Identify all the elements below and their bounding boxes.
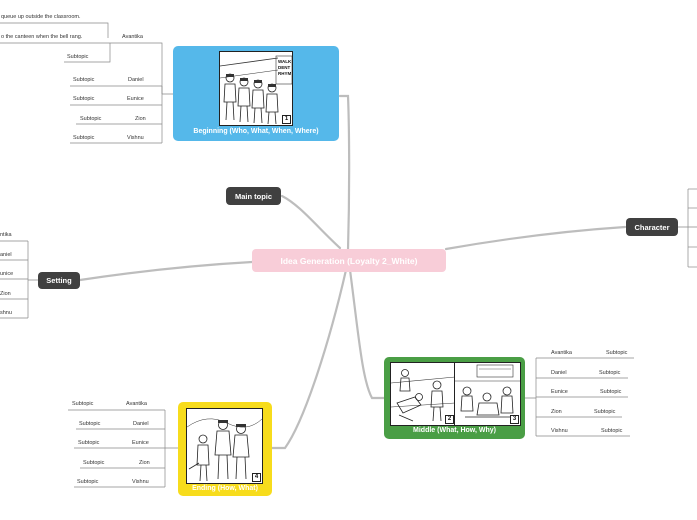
middle-row-2-right[interactable]: Subtopic: [599, 370, 621, 376]
ending-row-5-right[interactable]: Vishnu: [132, 479, 149, 485]
beginning-branch-avantika[interactable]: Avantika: [122, 34, 143, 40]
ending-row-1-left[interactable]: Subtopic: [72, 401, 94, 407]
middle-comic-panel-3: 3: [454, 362, 521, 426]
sign-line-2: DENT: [278, 65, 291, 70]
beginning-row-2-left[interactable]: Subtopic: [73, 96, 95, 102]
middle-row-1-right[interactable]: Subtopic: [606, 350, 628, 356]
middle-row-3-left[interactable]: Eunice: [551, 389, 568, 395]
middle-panel-number-3: 3: [510, 415, 519, 424]
sign-line-3: RHYM: [278, 71, 292, 76]
setting-item-1[interactable]: ntika: [0, 232, 12, 238]
beginning-row-3-left[interactable]: Subtopic: [80, 116, 102, 122]
ending-row-2-left[interactable]: Subtopic: [79, 421, 101, 427]
end-trunk: [164, 410, 178, 487]
beginning-comic-panel: WALK DENT RHYM 1: [219, 51, 293, 126]
students-falling-illustration: [391, 369, 455, 422]
char-trunk: [678, 189, 697, 267]
beginning-row-1-right[interactable]: Daniel: [128, 77, 144, 83]
set-trunk: [27, 241, 38, 318]
connector-character: [444, 225, 627, 251]
connector-main-topic: [280, 194, 342, 250]
sign-line-1: WALK: [278, 59, 292, 64]
beginning-row-4-right[interactable]: Vishnu: [127, 135, 144, 141]
middle-row-4-right[interactable]: Subtopic: [594, 409, 616, 415]
beginning-row-2-right[interactable]: Eunice: [127, 96, 144, 102]
setting-item-5[interactable]: shnu: [0, 310, 12, 316]
beginning-row-1-left[interactable]: Subtopic: [73, 77, 95, 83]
connector-beginning: [338, 94, 351, 252]
character-node[interactable]: Character: [626, 218, 678, 236]
middle-row-5-right[interactable]: Subtopic: [601, 428, 623, 434]
connector-middle: [348, 268, 386, 400]
setting-node[interactable]: Setting: [38, 272, 80, 289]
middle-row-1-left[interactable]: Avantika: [551, 350, 572, 356]
beginning-title: Beginning (Who, What, When, Where): [193, 128, 319, 135]
ending-row-3-left[interactable]: Subtopic: [78, 440, 100, 446]
middle-row-4-left[interactable]: Zion: [551, 409, 562, 415]
setting-item-2[interactable]: aniel: [0, 252, 12, 258]
main-topic-node[interactable]: Main topic: [226, 187, 281, 205]
connector-ending: [270, 268, 348, 450]
beginning-node[interactable]: WALK DENT RHYM 1 Beginning (Who, What, W…: [173, 46, 339, 141]
middle-row-2-left[interactable]: Daniel: [551, 370, 567, 376]
beg-subtopic-line: [64, 43, 111, 63]
middle-node[interactable]: 2 3 Middle (What, How, Why): [384, 357, 525, 439]
ending-row-3-right[interactable]: Eunice: [132, 440, 149, 446]
students-together-illustration: [187, 418, 262, 482]
beginning-row-4-left[interactable]: Subtopic: [73, 135, 95, 141]
middle-comic-panel-2: 2: [390, 362, 456, 426]
ending-node[interactable]: 4 Ending (How, What): [178, 402, 272, 496]
ending-row-1-right[interactable]: Avantika: [126, 401, 147, 407]
students-helping-illustration: [455, 364, 520, 418]
central-topic-node[interactable]: Idea Generation (Loyalty 2_White): [252, 249, 446, 272]
students-queue-illustration: WALK DENT RHYM: [220, 52, 292, 125]
ending-row-5-left[interactable]: Subtopic: [77, 479, 99, 485]
middle-row-3-right[interactable]: Subtopic: [600, 389, 622, 395]
ending-row-2-right[interactable]: Daniel: [133, 421, 149, 427]
middle-row-5-left[interactable]: Vishnu: [551, 428, 568, 434]
setting-item-3[interactable]: unice: [0, 271, 14, 277]
beginning-subtopic[interactable]: Subtopic: [67, 54, 89, 60]
ending-title: Ending (How, What): [192, 485, 258, 492]
connector-setting: [78, 260, 254, 282]
ending-panel-number: 4: [252, 473, 261, 482]
beg-avantika-line: [110, 42, 163, 94]
ending-comic-panel: 4: [186, 408, 263, 484]
beginning-top-text-2[interactable]: o the canteen when the bell rang.: [1, 34, 83, 40]
beginning-top-text-1[interactable]: queue up outside the classroom.: [1, 14, 81, 20]
beg-top-line-1: [0, 22, 109, 38]
ending-row-4-right[interactable]: Zion: [139, 460, 150, 466]
beginning-panel-number: 1: [282, 115, 291, 124]
mid-trunk: [525, 358, 537, 436]
beginning-row-3-right[interactable]: Zion: [135, 116, 146, 122]
beg-rows-trunk: [161, 86, 173, 143]
middle-title: Middle (What, How, Why): [413, 427, 496, 434]
setting-item-4[interactable]: Zion: [0, 291, 11, 297]
ending-row-4-left[interactable]: Subtopic: [83, 460, 105, 466]
middle-panel-number-2: 2: [445, 415, 454, 424]
